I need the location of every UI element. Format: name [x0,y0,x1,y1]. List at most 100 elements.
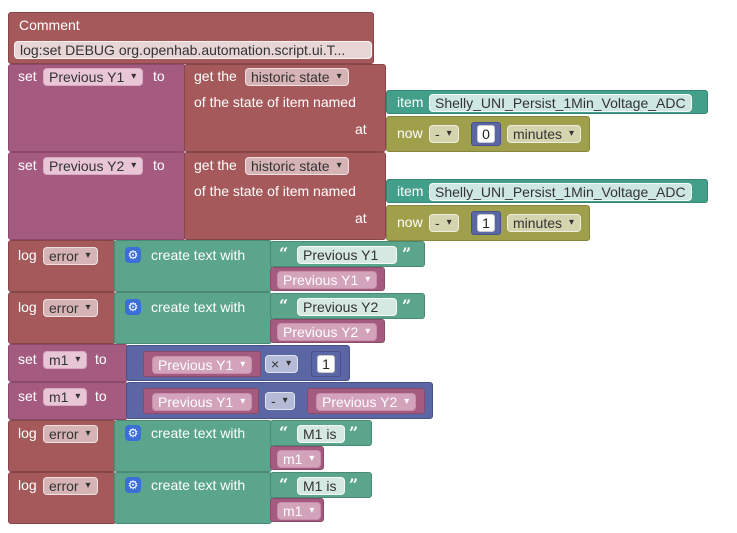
number-field[interactable]: 1 [477,214,495,232]
multiply-block[interactable]: Previous Y1 × 1 [126,345,350,381]
variable-get-block[interactable]: Previous Y2 [270,319,385,343]
variable-dropdown[interactable]: Previous Y1 [152,356,253,374]
log-block[interactable]: log error [8,292,116,344]
variable-dropdown[interactable]: Previous Y2 [316,393,417,411]
close-quote-icon: ” [402,244,412,263]
now-label: now [397,125,423,141]
log-level-dropdown[interactable]: error [43,477,98,495]
number-block[interactable]: 1 [311,351,341,377]
variable-get-block[interactable]: Previous Y1 [143,351,261,377]
create-text-label: create text with [151,425,246,441]
log-label: log [18,247,37,263]
set-label: set [18,388,37,404]
subtract-block[interactable]: Previous Y1 - Previous Y2 [126,382,433,419]
log-label: log [18,477,37,493]
log-level-dropdown[interactable]: error [43,425,98,443]
at-label: at [355,210,367,226]
set-label: set [18,157,37,173]
set-m1-block[interactable]: set m1 to [8,382,128,420]
create-text-label: create text with [151,477,246,493]
comment-block[interactable]: Comment log:set DEBUG org.openhab.automa… [8,12,374,64]
create-text-block[interactable]: ⚙ create text with [114,292,272,344]
set-label: set [18,351,37,367]
text-literal-block[interactable]: “ M1 is ” [270,472,372,498]
text-field[interactable]: Previous Y1 [297,246,397,264]
gear-icon[interactable]: ⚙ [125,425,141,441]
math-operator-dropdown[interactable]: - [265,392,295,410]
get-historic-state-block[interactable]: get the historic state of the state of i… [184,152,386,240]
log-block[interactable]: log error [8,472,116,524]
log-label: log [18,425,37,441]
to-label: to [95,388,107,404]
gear-icon[interactable]: ⚙ [125,247,141,263]
of-item-label: of the state of item named [194,183,356,199]
set-previous-y2-block[interactable]: set Previous Y2 to [8,152,186,240]
variable-dropdown[interactable]: Previous Y2 [43,157,144,175]
set-previous-y1-block[interactable]: set Previous Y1 to [8,64,186,152]
get-historic-state-block[interactable]: get the historic state of the state of i… [184,64,386,152]
at-label: at [355,121,367,137]
unit-dropdown[interactable]: minutes [507,125,582,143]
create-text-label: create text with [151,299,246,315]
to-label: to [153,157,165,173]
open-quote-icon: “ [279,423,289,442]
variable-dropdown[interactable]: Previous Y1 [43,68,144,86]
text-field[interactable]: M1 is [297,425,345,443]
variable-dropdown[interactable]: m1 [43,388,88,406]
variable-dropdown[interactable]: Previous Y1 [277,271,378,289]
number-block[interactable]: 0 [471,122,501,146]
text-literal-block[interactable]: “ Previous Y2 ” [270,293,425,319]
variable-dropdown[interactable]: m1 [277,502,322,520]
variable-get-block[interactable]: m1 [270,498,324,522]
variable-dropdown[interactable]: Previous Y1 [152,393,253,411]
open-quote-icon: “ [279,296,289,315]
operator-dropdown[interactable]: - [429,125,459,143]
text-field[interactable]: M1 is [297,477,345,495]
log-level-dropdown[interactable]: error [43,299,98,317]
item-block[interactable]: item Shelly_UNI_Persist_1Min_Voltage_ADC [386,179,708,203]
log-block[interactable]: log error [8,240,116,292]
state-type-dropdown[interactable]: historic state [245,68,349,86]
variable-dropdown[interactable]: m1 [277,450,322,468]
item-name-field[interactable]: Shelly_UNI_Persist_1Min_Voltage_ADC [429,183,692,201]
to-label: to [153,68,165,84]
number-field[interactable]: 0 [477,125,495,143]
item-block[interactable]: item Shelly_UNI_Persist_1Min_Voltage_ADC [386,90,708,114]
log-label: log [18,299,37,315]
create-text-block[interactable]: ⚙ create text with [114,420,272,472]
text-literal-block[interactable]: “ M1 is ” [270,420,372,446]
number-field[interactable]: 1 [317,355,335,373]
variable-dropdown[interactable]: Previous Y2 [277,323,378,341]
log-level-dropdown[interactable]: error [43,247,98,265]
create-text-block[interactable]: ⚙ create text with [114,240,272,292]
number-block[interactable]: 1 [471,211,501,235]
state-type-dropdown[interactable]: historic state [245,157,349,175]
item-name-field[interactable]: Shelly_UNI_Persist_1Min_Voltage_ADC [429,94,692,112]
now-minus-block[interactable]: now - 0 minutes [386,116,590,152]
text-literal-block[interactable]: “ Previous Y1 ” [270,241,425,267]
now-label: now [397,214,423,230]
variable-get-block[interactable]: Previous Y2 [307,388,425,414]
gear-icon[interactable]: ⚙ [125,477,141,493]
create-text-block[interactable]: ⚙ create text with [114,472,272,524]
of-item-label: of the state of item named [194,94,356,110]
text-field[interactable]: Previous Y2 [297,298,397,316]
item-label: item [397,183,424,199]
unit-dropdown[interactable]: minutes [507,214,582,232]
variable-get-block[interactable]: Previous Y1 [143,388,259,414]
variable-dropdown[interactable]: m1 [43,351,88,369]
comment-text-field[interactable]: log:set DEBUG org.openhab.automation.scr… [14,41,372,59]
operator-dropdown[interactable]: - [429,214,459,232]
create-text-label: create text with [151,247,246,263]
gear-icon[interactable]: ⚙ [125,299,141,315]
math-operator-dropdown[interactable]: × [265,355,299,373]
set-m1-block[interactable]: set m1 to [8,344,128,382]
variable-get-block[interactable]: Previous Y1 [270,267,385,291]
open-quote-icon: “ [279,475,289,494]
now-minus-block[interactable]: now - 1 minutes [386,205,590,241]
variable-get-block[interactable]: m1 [270,446,324,470]
set-label: set [18,68,37,84]
get-the-label: get the [194,157,237,173]
close-quote-icon: ” [349,475,359,494]
log-block[interactable]: log error [8,420,116,472]
